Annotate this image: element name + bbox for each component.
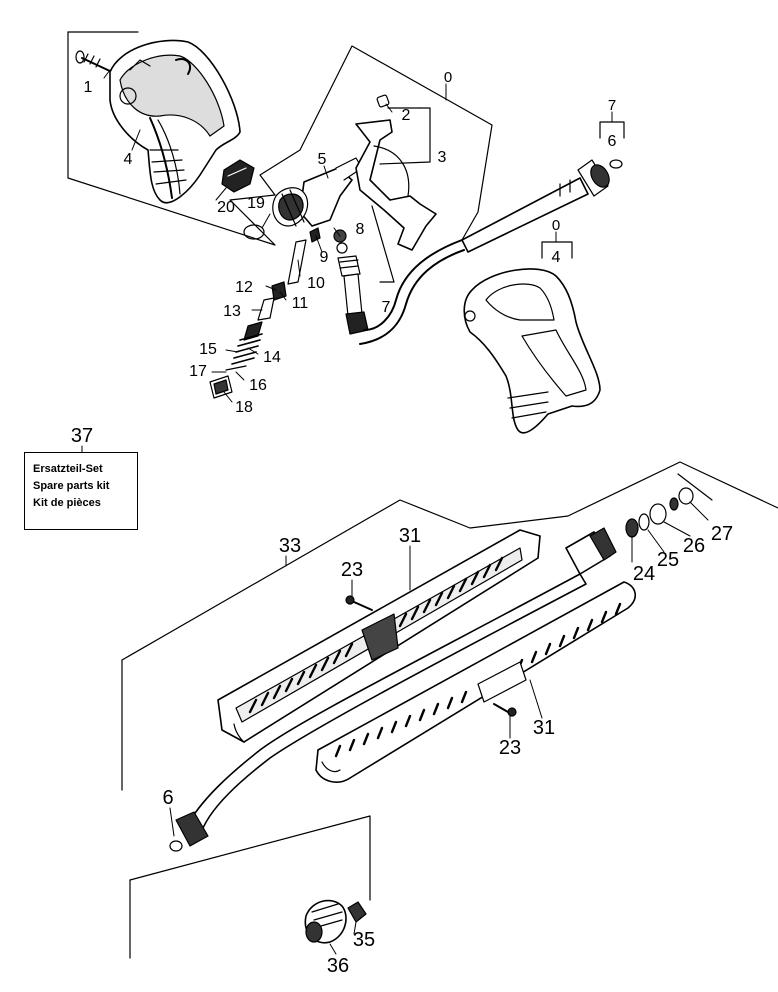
callout-13: 13: [223, 303, 241, 320]
leader-lines: [81, 69, 709, 955]
bracket-3: [379, 107, 431, 165]
callout-31-upper: 31: [399, 525, 421, 547]
kit-label-english: Spare parts kit: [33, 480, 110, 492]
callout-24: 24: [633, 563, 655, 585]
callout-6-top: 6: [608, 133, 617, 150]
bracket-7: [371, 205, 395, 283]
callout-14: 14: [263, 349, 281, 366]
group-outline-nozzle: [129, 815, 371, 901]
callout-25: 25: [657, 549, 679, 571]
callout-20: 20: [217, 199, 235, 216]
part-17: [225, 365, 247, 371]
callout-2: 2: [402, 107, 411, 124]
callout-7: 7: [382, 299, 391, 316]
spring-part-14: [231, 333, 263, 365]
callout-4-right: 4: [552, 249, 561, 266]
lance-tube-lower: [169, 527, 617, 852]
callout-17: 17: [189, 363, 207, 380]
group-outline-gun: [67, 31, 493, 246]
oring-part-19: [243, 224, 265, 240]
callout-27: 27: [711, 523, 733, 545]
callout-0-top: 0: [444, 69, 452, 86]
callout-12: 12: [235, 279, 253, 296]
bracket-4: [541, 241, 573, 259]
pin-part-10: [287, 239, 307, 285]
screw-part-23-upper: [345, 595, 373, 611]
callout-3: 3: [438, 149, 447, 166]
nozzle-insert-part-35: [347, 901, 367, 923]
seal-parts-24-27: [625, 487, 694, 538]
part-13: [257, 297, 275, 321]
nozzle-part-36: [304, 899, 347, 944]
callout-7-top: 7: [608, 97, 616, 114]
callout-6-lower: 6: [162, 787, 173, 809]
callout-31-lower: 31: [533, 717, 555, 739]
kit-label-german: Ersatzteil-Set: [33, 463, 103, 475]
valve-body-part-5: [272, 157, 363, 227]
callout-11: 11: [292, 295, 309, 312]
callout-10: 10: [307, 275, 325, 292]
callout-36: 36: [327, 955, 349, 977]
callout-37: 37: [71, 425, 93, 447]
shell-part-31-upper: [217, 529, 541, 743]
part-9: [309, 227, 321, 243]
callout-19: 19: [247, 195, 265, 212]
group-outline-lance: [121, 461, 778, 661]
callout-1: 1: [84, 79, 93, 96]
screw-part-1: [75, 50, 113, 73]
callout-4-left: 4: [124, 151, 133, 168]
oring-part-6-lower: [169, 840, 183, 852]
callout-18: 18: [235, 399, 253, 416]
callout-16: 16: [249, 377, 267, 394]
callout-5: 5: [318, 151, 327, 168]
screw-part-23-lower: [493, 703, 517, 717]
callout-9: 9: [320, 249, 329, 266]
nozzle-part-7: [333, 229, 465, 345]
callout-23-upper: 23: [341, 559, 363, 581]
spare-parts-kit-box: Ersatzteil-Set Spare parts kit Kit de pi…: [24, 452, 138, 530]
callout-0-right: 0: [552, 217, 560, 234]
clip-part-20: [221, 159, 255, 193]
callout-26: 26: [683, 535, 705, 557]
callout-33: 33: [279, 535, 301, 557]
lance-tube-top: [461, 159, 623, 253]
callout-35: 35: [353, 929, 375, 951]
callout-8: 8: [356, 221, 365, 238]
trigger-part-3: [355, 94, 437, 251]
callout-15: 15: [199, 341, 217, 358]
gun-complete-part-4: [463, 268, 601, 434]
oring-part-6-top: [609, 159, 623, 169]
shell-part-31-lower: [315, 581, 636, 783]
callout-23-lower: 23: [499, 737, 521, 759]
kit-label-french: Kit de pièces: [33, 497, 101, 509]
gun-half-part-4: [109, 39, 241, 204]
callout-labels: 0 0 1 2 3 4 4 5 6 6 7 7 8 9 10 12 11 13 …: [71, 69, 733, 977]
